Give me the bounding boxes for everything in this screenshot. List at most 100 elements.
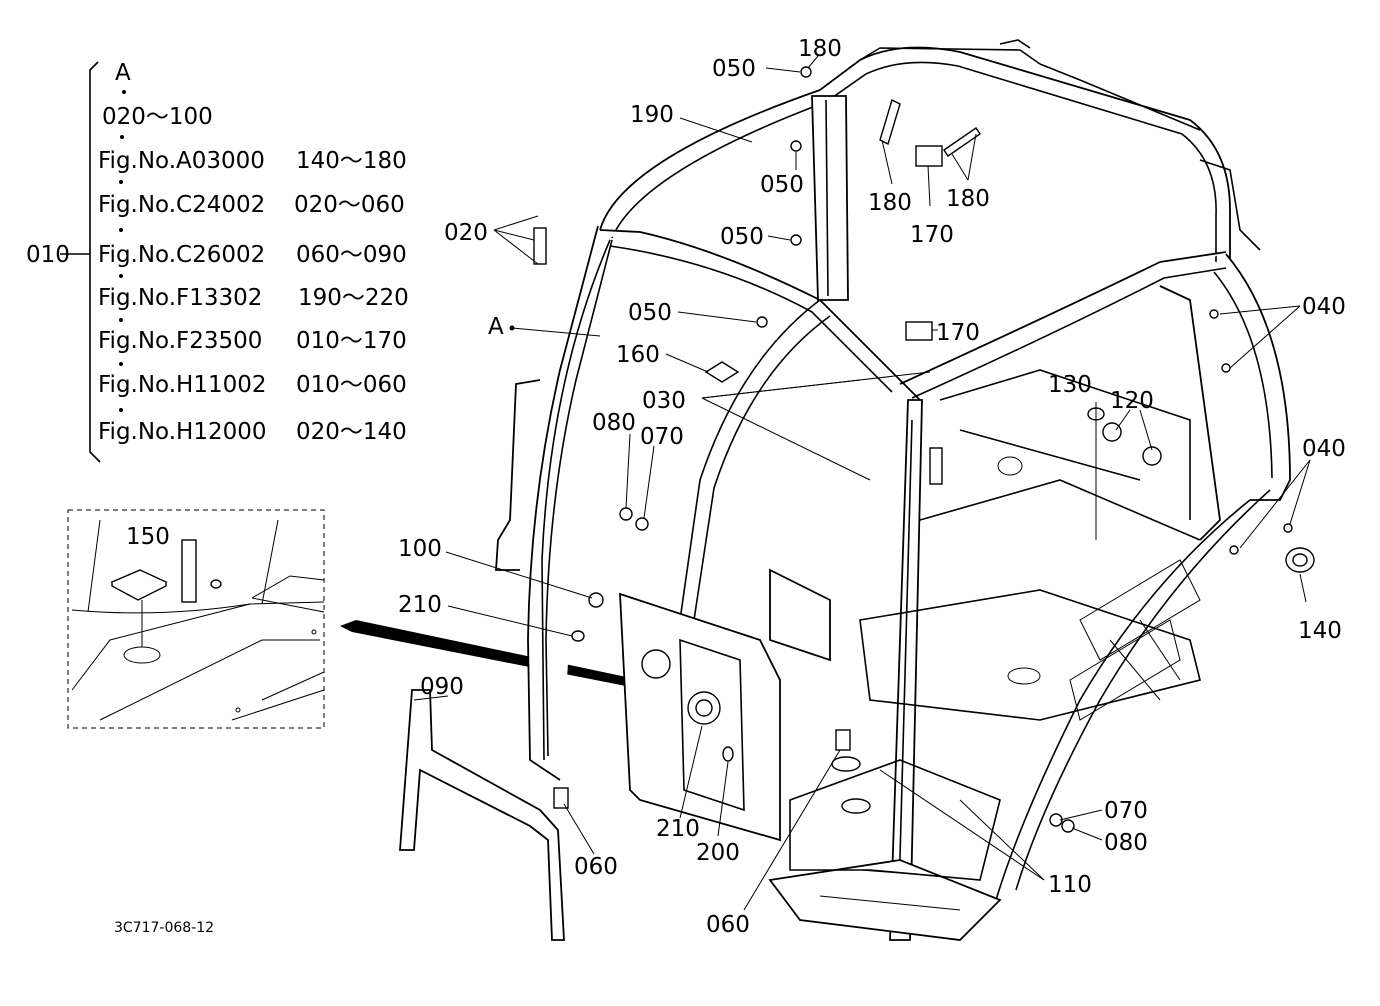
part-030-damper	[929, 447, 943, 485]
part-160-pad	[704, 361, 740, 383]
roof-rail	[999, 39, 1031, 49]
part-020-damper	[533, 227, 547, 265]
center-pillar-edge	[897, 419, 913, 931]
rear-post-edge	[825, 99, 829, 297]
callout-label: 170	[910, 222, 954, 248]
callout-label: 090	[420, 674, 464, 700]
side-panel-window	[1079, 559, 1201, 661]
front-left-pillar	[527, 225, 599, 781]
callout-label: 160	[616, 342, 660, 368]
legend-bracket	[89, 61, 101, 463]
drawing-code: 3C717-068-12	[114, 920, 214, 936]
legend-range-top: 020～100	[102, 104, 213, 130]
callout-label: 180	[868, 190, 912, 216]
rear-bulkhead	[939, 369, 1191, 520]
part-170-clip	[915, 145, 943, 167]
callout-label: 040	[1302, 294, 1346, 320]
inset-post-part	[181, 539, 197, 603]
front-left-pillar-inner	[545, 239, 613, 757]
door-arch	[541, 239, 611, 761]
grab-handle	[495, 379, 541, 571]
roof-rail	[859, 47, 1041, 65]
part-170-clip	[905, 321, 933, 341]
roof-cross-beam	[899, 251, 1227, 385]
legend-ref-range: 010～060	[296, 372, 407, 398]
inset-hole	[123, 646, 161, 664]
callout-label: 080	[592, 410, 636, 436]
part-080-washer	[1061, 819, 1075, 833]
right-rear-pillar-inner	[1213, 271, 1273, 479]
curved-support	[679, 299, 821, 621]
floor-cap	[841, 798, 871, 814]
right-front-curve	[995, 499, 1251, 901]
inset-hole	[235, 707, 241, 713]
legend-group-label: 010	[26, 242, 70, 268]
part-080-washer	[619, 507, 633, 521]
part-120-grommet	[1142, 446, 1162, 466]
callout-label: 100	[398, 536, 442, 562]
console-grommet-inner	[695, 699, 713, 717]
callout-label: 070	[640, 424, 684, 450]
console-panel-inner	[679, 638, 745, 812]
part-210-plug	[571, 630, 585, 642]
callout-label: 040	[1302, 436, 1346, 462]
legend-ref-range: 060～090	[296, 242, 407, 268]
callout-label: 020	[444, 220, 488, 246]
legend-ref-fig: Fig.No.A03000	[98, 148, 265, 174]
legend-ref-fig: Fig.No.C26002	[98, 242, 265, 268]
callout-label: 060	[706, 912, 750, 938]
cab-frame	[399, 39, 1315, 941]
callout-label: 070	[1104, 798, 1148, 824]
right-rear-pillar	[1225, 253, 1291, 501]
legend-ref-range: 020～060	[294, 192, 405, 218]
part-040-nut	[1283, 523, 1293, 533]
console-plug	[722, 746, 734, 762]
callout-label: 110	[1048, 872, 1092, 898]
callout-label: 190	[630, 102, 674, 128]
callout-dot	[509, 325, 515, 331]
floor-plate	[789, 759, 1001, 881]
legend-marker-a: A	[115, 60, 131, 86]
callout-label: 180	[946, 186, 990, 212]
callout-label: 130	[1048, 372, 1092, 398]
legend-dot	[119, 180, 123, 184]
part-120-grommet	[1102, 422, 1122, 442]
legend-ref-range: 020～140	[296, 419, 407, 445]
callout-label: 170	[936, 320, 980, 346]
callout-label: 150	[126, 524, 170, 550]
callout-label: 210	[656, 816, 700, 842]
legend-dot	[120, 135, 124, 139]
callout-label: 080	[1104, 830, 1148, 856]
part-050-nut	[800, 66, 812, 78]
part-070-bushing	[635, 517, 649, 531]
inset-leader	[87, 519, 101, 613]
front-guard-bar	[399, 689, 565, 941]
roof-rear-arch-inner	[611, 61, 1217, 262]
inset-plate-edge	[231, 671, 325, 721]
inset-plate-edge	[99, 639, 320, 721]
callout-label: 050	[712, 56, 756, 82]
legend-ref-fig: Fig.No.C24002	[98, 192, 265, 218]
legend-ref-fig: Fig.No.F13302	[98, 285, 262, 311]
rear-handle	[1199, 159, 1261, 251]
inset-screw-part	[210, 579, 222, 589]
part-100-bolt	[588, 592, 604, 608]
part-040-nut	[1229, 545, 1239, 555]
part-060-bushing	[553, 787, 569, 809]
legend-dot	[119, 408, 123, 412]
side-panel-ribs	[1109, 619, 1181, 701]
legend-ref-range: 010～170	[296, 328, 407, 354]
part-040-nut	[1221, 363, 1231, 373]
right-side-rail	[1159, 285, 1221, 541]
legend-ref-range: 190～220	[298, 285, 409, 311]
inset-edge-line	[71, 601, 325, 614]
part-050-nut	[756, 316, 768, 328]
legend-dot	[119, 318, 123, 322]
floor-front-step	[768, 859, 1002, 941]
rear-bulkhead-line	[959, 429, 1141, 481]
bulkhead-hole	[997, 456, 1023, 476]
floor-rear-deck	[859, 589, 1201, 721]
part-040-nut	[1209, 309, 1219, 319]
legend-dot	[122, 90, 126, 94]
